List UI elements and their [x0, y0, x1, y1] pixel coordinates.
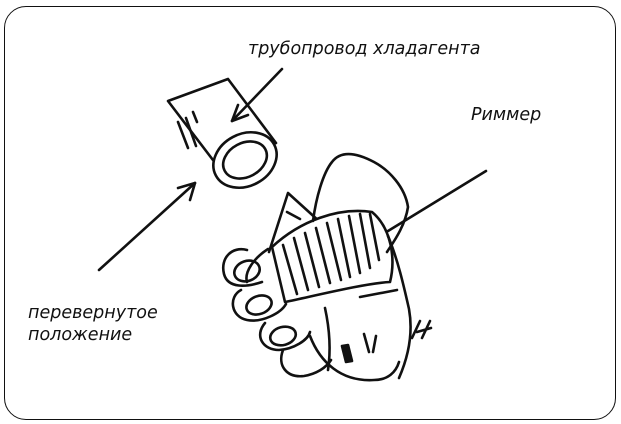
pipe-icon: [168, 79, 286, 198]
label-inverted-position: перевернутое положение: [28, 302, 158, 346]
hand-with-reamer-icon: [223, 154, 431, 380]
label-refrigerant-pipe: трубопровод хладагента: [248, 38, 481, 60]
label-inverted-line2: положение: [28, 324, 158, 346]
inverted-arrow-icon: [99, 183, 195, 270]
label-inverted-line1: перевернутое: [28, 302, 158, 324]
label-reamer: Риммер: [471, 104, 541, 126]
